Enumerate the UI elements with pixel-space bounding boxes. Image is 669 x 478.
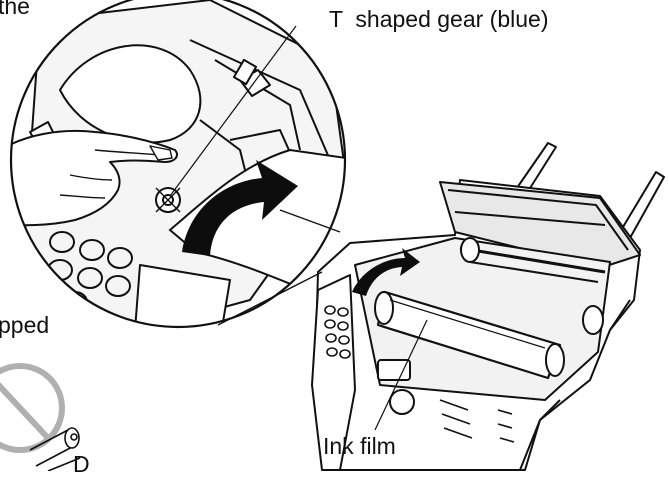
- paper-guide-right: [619, 171, 665, 239]
- zoom-circle-outline: [9, 0, 347, 329]
- roller-end-right: [582, 305, 604, 335]
- partial-label-top: the: [0, 0, 30, 19]
- small-rotation-arrow: [352, 248, 420, 296]
- large-rotation-arrow: [182, 160, 298, 256]
- leader-line-gear: [169, 25, 297, 197]
- hand: [11, 129, 178, 227]
- zoom-connector: [217, 209, 341, 326]
- partial-label-middle: pped: [0, 312, 50, 338]
- ink-film-label: Ink film: [323, 433, 396, 459]
- fax-display: [377, 359, 411, 381]
- partial-label-bottom: D: [73, 451, 90, 477]
- closeup-display-panel: [134, 264, 231, 327]
- leader-line-ink-film: [374, 319, 428, 431]
- gear-label: T shaped gear (blue): [329, 6, 549, 32]
- zoom-detail: [11, 0, 345, 327]
- fax-front-panel: [311, 274, 356, 471]
- navigator-key: [389, 389, 415, 415]
- prohibited-icon: [0, 363, 65, 453]
- fax-machine: [311, 142, 665, 471]
- keypad: [324, 305, 351, 359]
- ink-roll-end-icon: [29, 427, 81, 471]
- roller-end-top: [460, 237, 480, 263]
